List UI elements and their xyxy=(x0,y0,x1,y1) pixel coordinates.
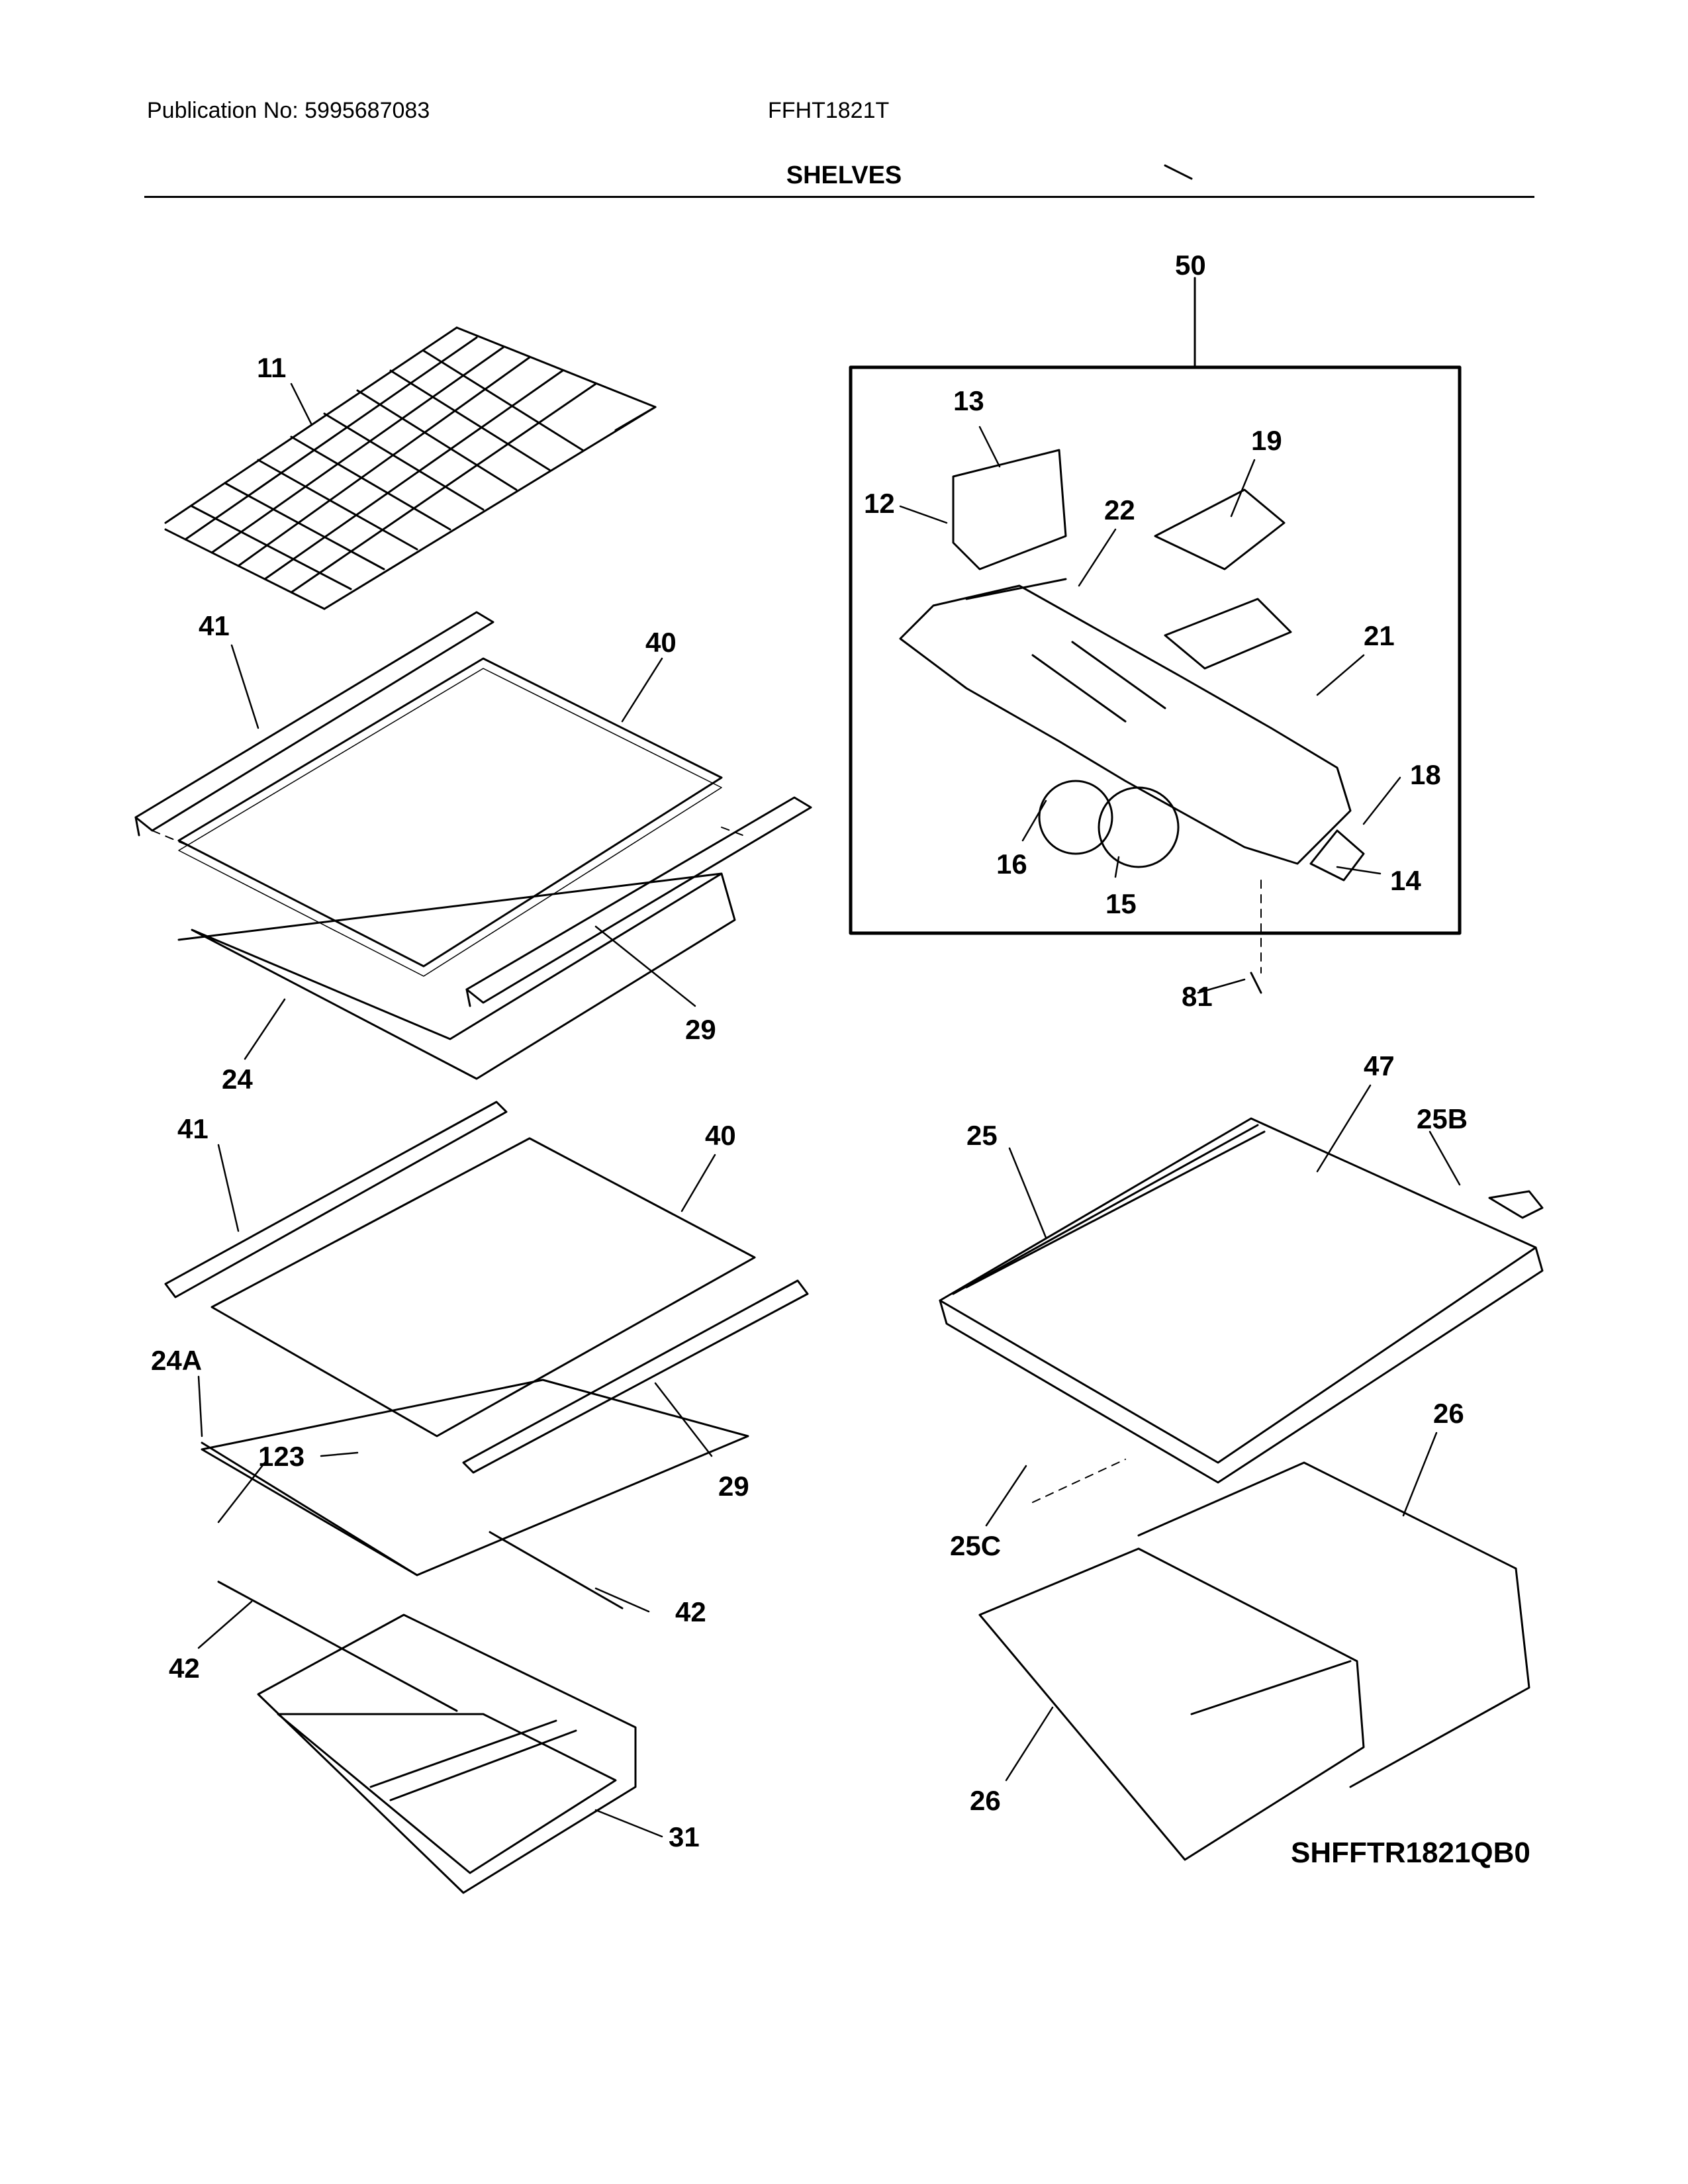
page-title: SHELVES xyxy=(786,161,902,189)
callout-label: 21 xyxy=(1364,620,1395,651)
callout-label: 26 xyxy=(970,1785,1001,1816)
callout-label: 16 xyxy=(996,848,1027,880)
callout-label: 14 xyxy=(1390,865,1421,896)
crisper-cover-part xyxy=(939,1117,1544,1503)
callout-label: 24 xyxy=(222,1064,253,1095)
callout-label: 29 xyxy=(685,1014,716,1045)
callout-label: 13 xyxy=(953,385,984,416)
crisper-drawers-part xyxy=(978,1461,1530,1861)
callout-label: 41 xyxy=(199,610,230,641)
callout-label: 47 xyxy=(1364,1050,1395,1081)
callout-label: 25 xyxy=(966,1120,998,1151)
callout-label: 81 xyxy=(1182,981,1213,1012)
callout-label: 18 xyxy=(1410,759,1441,790)
crisper-drawer-part xyxy=(257,1614,637,1894)
callout-label: 40 xyxy=(705,1120,736,1151)
model-number: FFHT1821T xyxy=(768,98,890,123)
assembly-number-label: 50 xyxy=(1175,250,1206,281)
callout-label: 26 xyxy=(1433,1398,1464,1429)
light-housing-part xyxy=(899,164,1365,994)
callout-label: 19 xyxy=(1251,425,1282,456)
wire-shelf-part xyxy=(164,326,657,610)
callout-label: 41 xyxy=(177,1113,209,1144)
upper-glass-shelf-part xyxy=(134,611,812,1080)
callout-label: 42 xyxy=(675,1596,706,1627)
callout-label: 12 xyxy=(864,488,895,519)
assembly-box xyxy=(849,365,1462,935)
publication-number: Publication No: 5995687083 xyxy=(147,98,430,123)
callout-label: 11 xyxy=(257,352,286,383)
diagram-reference-code: SHFFTR1821QB0 xyxy=(1291,1837,1530,1869)
callout-label: 29 xyxy=(718,1471,749,1502)
callout-label: 25C xyxy=(950,1530,1001,1561)
lower-glass-shelf-part xyxy=(164,1101,809,1712)
callout-label: 40 xyxy=(645,627,677,658)
callout-label: 24A xyxy=(151,1345,202,1376)
callout-label: 15 xyxy=(1105,888,1137,919)
callout-label: 42 xyxy=(169,1653,200,1684)
callout-label: 25B xyxy=(1417,1103,1468,1134)
callout-label: 31 xyxy=(669,1821,700,1852)
header-divider xyxy=(144,196,1534,198)
callout-label: 123 xyxy=(258,1441,305,1472)
callout-label: 22 xyxy=(1104,494,1135,525)
